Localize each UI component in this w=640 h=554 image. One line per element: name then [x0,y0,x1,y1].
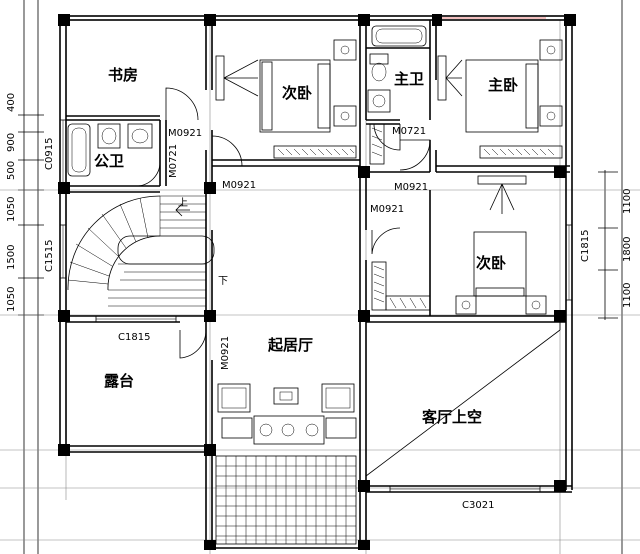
dim-left-1: 400 [6,93,17,112]
code-master-bedroom-door: M0921 [394,182,428,193]
code-public-bath-door: M0721 [168,144,179,178]
code-terrace-window: C1815 [118,332,150,343]
room-bedroom-b: 次卧 [476,254,506,272]
dim-right-1: 1100 [622,189,633,214]
code-bedroom-a-door: M0921 [222,180,256,191]
code-stair-window: C1515 [44,240,55,272]
dim-left-2: 900 [6,133,17,152]
bath-fixtures [67,25,427,177]
dim-left-4: 1050 [6,197,17,222]
columns [58,14,576,550]
axis-lines [0,20,640,554]
window-codes: C0915 C1515 C1815 C1815 C3021 [44,138,591,511]
room-terrace: 露台 [104,372,134,390]
dim-left-3: 500 [6,161,17,180]
living-furniture [217,383,357,445]
code-living-door: M0921 [220,336,231,370]
room-public-bath: 公卫 [94,152,124,170]
windows [59,119,573,493]
code-living-window: C3021 [462,500,494,511]
dim-right-3: 1100 [622,283,633,308]
door-codes: M0921 M0721 M0921 M0721 M0921 M0921 M092… [168,126,428,370]
code-public-bath-window: C0915 [44,138,55,170]
tv-marks [215,55,527,214]
room-labels: 书房 次卧 主卫 主卧 公卫 次卧 起居厅 露台 客厅上空 [94,66,518,426]
stair-up-label: 上 [178,197,188,209]
wardrobes [273,123,563,311]
right-dimensions: 1100 1800 1100 [622,189,633,308]
beds [259,39,563,315]
code-bedroom-b-door: M0921 [370,204,404,215]
dim-left-6: 1050 [6,287,17,312]
code-bedroom-b-window: C1815 [580,230,591,262]
code-study-door: M0921 [168,128,202,139]
code-master-bath-door: M0721 [392,126,426,137]
stair [67,195,215,307]
room-study: 书房 [108,66,138,84]
room-living-void: 客厅上空 [421,408,482,426]
stair-down-label: 下 [218,276,228,287]
room-master-bath: 主卫 [394,70,424,88]
room-master-bedroom: 主卧 [488,76,518,94]
stair-labels: 上 下 [178,197,228,287]
room-living: 起居厅 [267,336,313,354]
room-bedroom-a: 次卧 [282,84,312,102]
balcony-tiles [215,455,357,545]
dim-right-2: 1800 [622,237,633,262]
right-dimension-lines [598,0,623,554]
dim-left-5: 1500 [6,245,17,270]
left-dimension-lines [18,0,44,554]
left-dimensions: 400 900 500 1050 1500 1050 [6,93,17,312]
